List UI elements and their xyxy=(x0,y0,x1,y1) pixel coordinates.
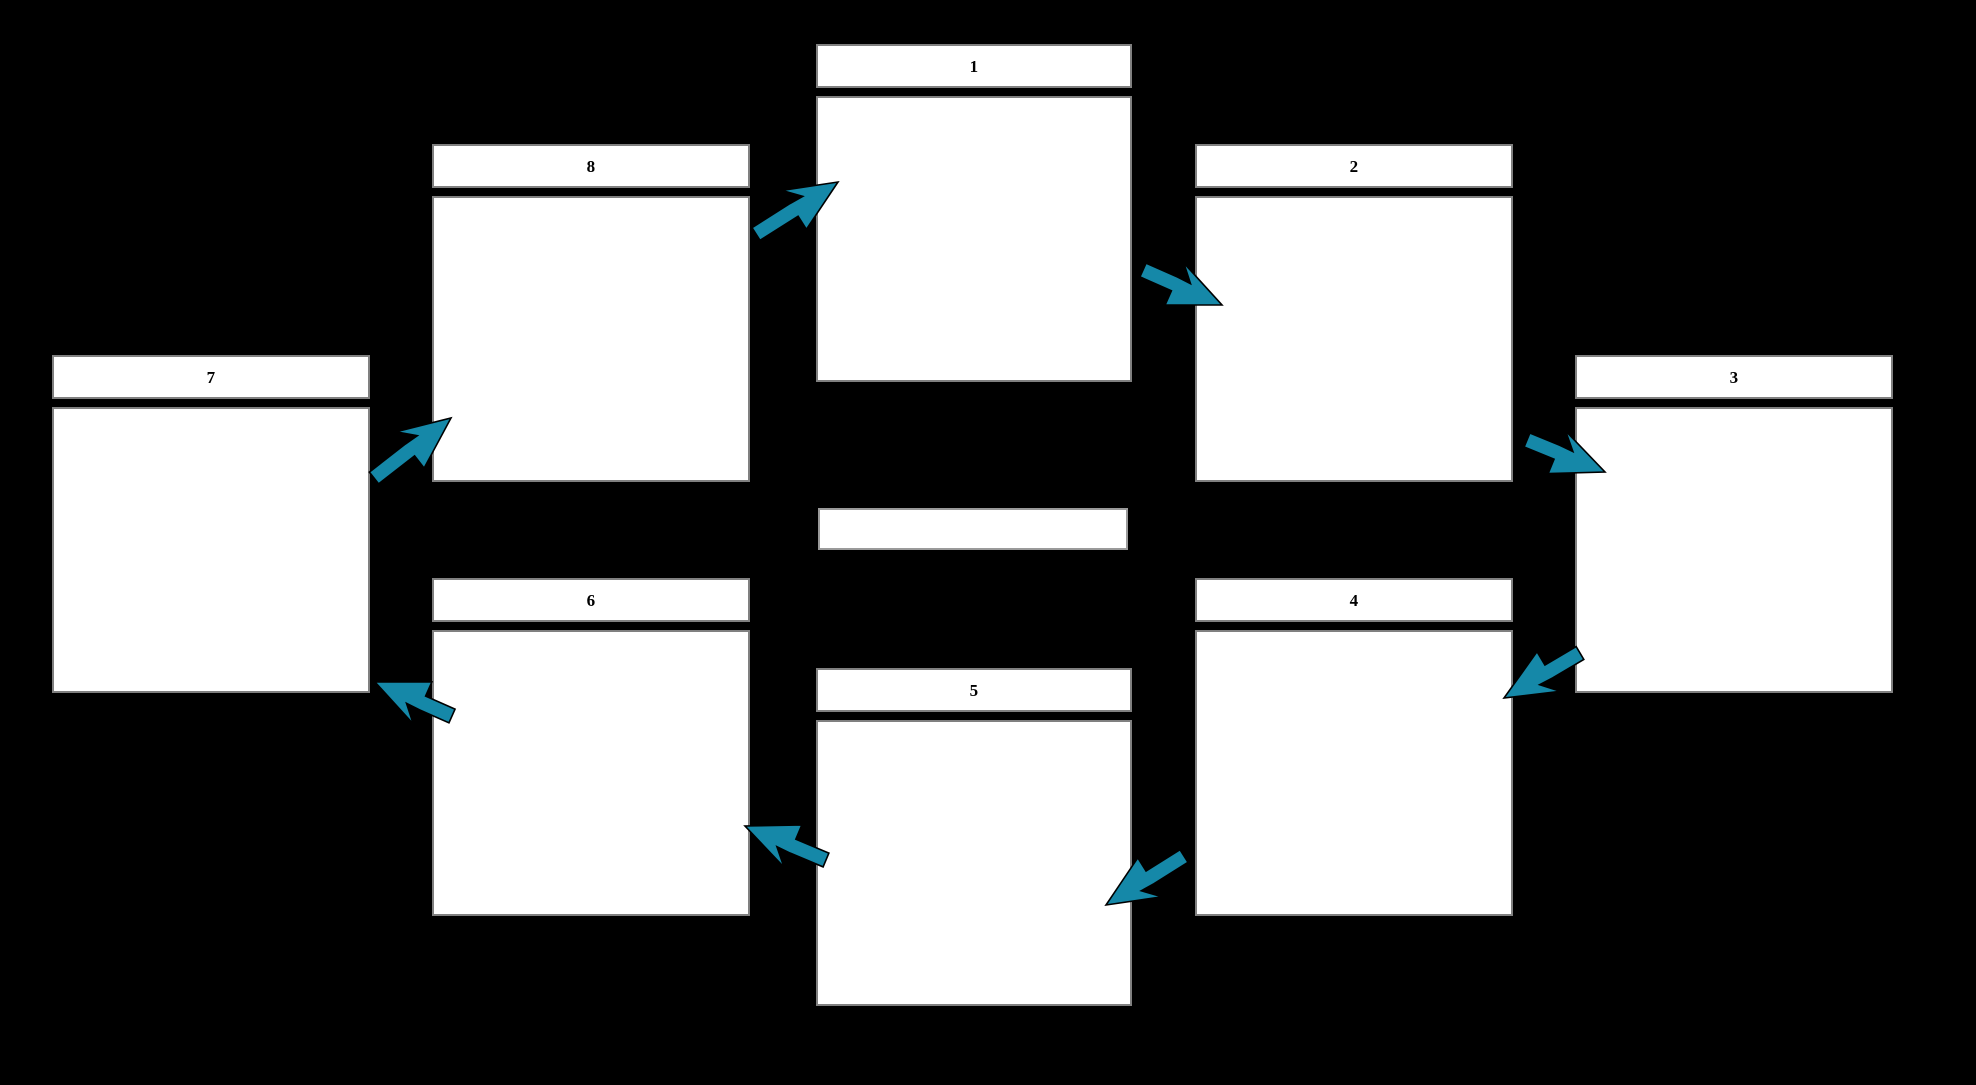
panel-7-body[interactable] xyxy=(52,407,370,693)
panel-6[interactable]: 6 xyxy=(432,578,750,916)
panel-5-body[interactable] xyxy=(816,720,1132,1006)
arrow-3-to-4 xyxy=(1502,645,1585,700)
panel-2[interactable]: 2 xyxy=(1195,144,1513,482)
panel-6-body[interactable] xyxy=(432,630,750,916)
panel-1-header[interactable]: 1 xyxy=(816,44,1132,88)
panel-7-label: 7 xyxy=(206,367,216,387)
panel-8-label: 8 xyxy=(586,156,596,176)
panel-5-label: 5 xyxy=(969,680,979,700)
center-box[interactable] xyxy=(818,508,1128,550)
panel-4-label: 4 xyxy=(1349,590,1359,610)
panel-4-header[interactable]: 4 xyxy=(1195,578,1513,622)
panel-2-label: 2 xyxy=(1349,156,1359,176)
panel-3-label: 3 xyxy=(1729,367,1739,387)
panel-3-header[interactable]: 3 xyxy=(1575,355,1893,399)
panel-8-header[interactable]: 8 xyxy=(432,144,750,188)
panel-4[interactable]: 4 xyxy=(1195,578,1513,916)
panel-2-body[interactable] xyxy=(1195,196,1513,482)
panel-1-label: 1 xyxy=(969,56,979,76)
panel-7[interactable]: 7 xyxy=(52,355,370,693)
panel-8[interactable]: 8 xyxy=(432,144,750,482)
panel-4-body[interactable] xyxy=(1195,630,1513,916)
panel-3[interactable]: 3 xyxy=(1575,355,1893,693)
panel-8-body[interactable] xyxy=(432,196,750,482)
panel-5-header[interactable]: 5 xyxy=(816,668,1132,712)
panel-2-header[interactable]: 2 xyxy=(1195,144,1513,188)
panel-6-header[interactable]: 6 xyxy=(432,578,750,622)
panel-5[interactable]: 5 xyxy=(816,668,1132,1006)
panel-7-header[interactable]: 7 xyxy=(52,355,370,399)
panel-1[interactable]: 1 xyxy=(816,44,1132,382)
panel-1-body[interactable] xyxy=(816,96,1132,382)
panel-6-label: 6 xyxy=(586,590,596,610)
panel-3-body[interactable] xyxy=(1575,407,1893,693)
